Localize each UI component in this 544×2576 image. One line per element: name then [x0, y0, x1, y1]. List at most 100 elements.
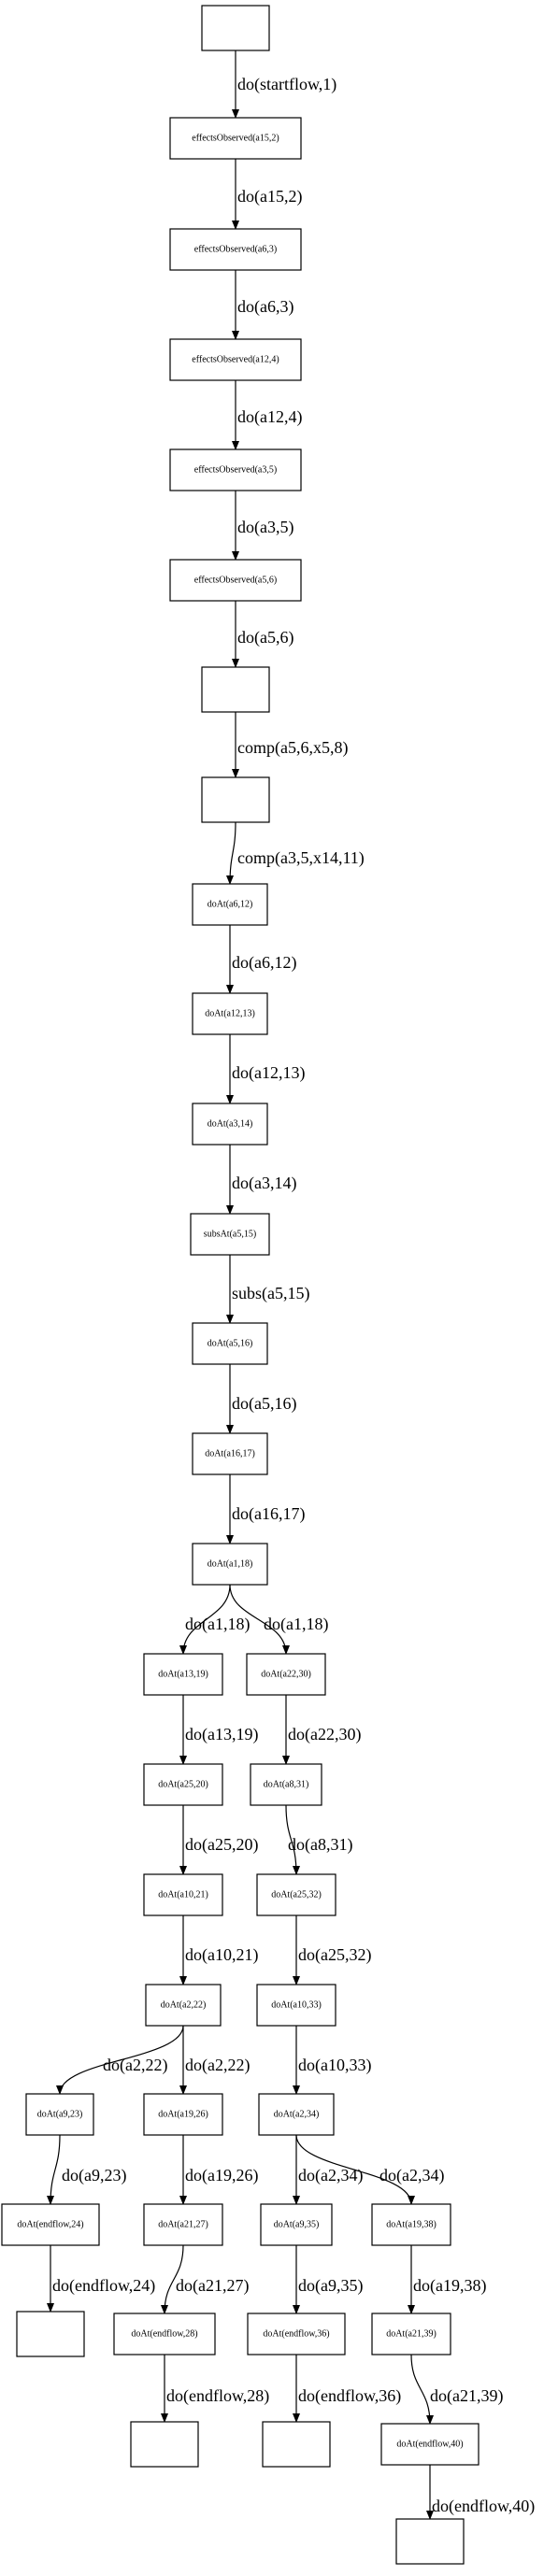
edge-label: do(a9,23) [62, 2166, 126, 2185]
node-label: doAt(a2,22) [161, 2000, 207, 2010]
node-box [371, 2313, 451, 2355]
edge-label: subs(a5,15) [232, 1284, 310, 1303]
node-label: doAt(a9,35) [274, 2219, 320, 2229]
flow-node: doAt(a25,32) [256, 1873, 336, 1916]
edge-label: do(a2,34) [298, 2166, 363, 2185]
node-box [247, 2313, 346, 2355]
flow-node: doAt(a9,23) [25, 2093, 94, 2136]
flow-node [395, 2518, 465, 2565]
node-label: doAt(endflow,40) [396, 2439, 463, 2449]
edge-arrow [229, 1584, 290, 1655]
node-box [201, 666, 270, 713]
node-box [169, 228, 302, 271]
node-box [250, 1763, 322, 1806]
edge-label: do(endflow,40) [432, 2497, 535, 2516]
node-box [192, 1432, 268, 1475]
node-box [260, 2203, 333, 2246]
flow-node: doAt(a2,34) [258, 2093, 335, 2136]
flow-node: effectsObserved(a5,6) [169, 559, 302, 602]
node-box [192, 883, 268, 926]
edge-label: do(a22,30) [288, 1725, 361, 1744]
flow-node: doAt(a22,30) [246, 1653, 326, 1696]
node-box [246, 1653, 326, 1696]
edges-layer: do(startflow,1)do(a15,2)do(a6,3)do(a12,4… [47, 50, 535, 2520]
node-box [169, 338, 302, 381]
flow-node [16, 2311, 85, 2357]
node-label: effectsObserved(a5,6) [194, 575, 277, 585]
edge-label: do(a13,19) [185, 1725, 258, 1744]
node-label: doAt(a8,31) [264, 1779, 309, 1789]
node-label: doAt(a3,14) [208, 1118, 253, 1129]
flow-node: doAt(a5,16) [192, 1322, 268, 1365]
edge-label: do(a2,22) [185, 2056, 250, 2075]
node-label: doAt(a25,20) [158, 1779, 208, 1789]
node-box [258, 2093, 335, 2136]
flow-node: doAt(a3,14) [192, 1103, 268, 1146]
nodes-layer: effectsObserved(a15,2) effectsObserved(a6… [1, 5, 480, 2565]
edge-label: do(a5,16) [232, 1394, 296, 1414]
node-box [201, 776, 270, 823]
node-box [143, 1653, 223, 1696]
edge-label: do(a16,17) [232, 1504, 305, 1524]
flow-node: doAt(a10,21) [143, 1873, 223, 1916]
edge-label: do(a6,12) [232, 953, 296, 973]
flow-node: doAt(a8,31) [250, 1763, 322, 1806]
node-box [143, 1873, 223, 1916]
node-box [192, 1322, 268, 1365]
node-label: subsAt(a5,15) [204, 1229, 256, 1239]
flow-node: doAt(a21,39) [371, 2313, 451, 2355]
edge-label: do(endflow,36) [298, 2386, 401, 2406]
flow-node: doAt(endflow,24) [1, 2203, 100, 2246]
edge-label: do(startflow,1) [237, 75, 336, 94]
edge-label: do(a19,38) [413, 2276, 486, 2296]
node-box [113, 2313, 216, 2355]
edge-label: do(a2,34) [379, 2166, 444, 2185]
node-box [169, 448, 302, 491]
flow-node: doAt(a25,20) [143, 1763, 223, 1806]
flow-node: doAt(a16,17) [192, 1432, 268, 1475]
node-label: doAt(endflow,36) [263, 2328, 329, 2339]
node-label: doAt(a13,19) [158, 1669, 208, 1679]
node-label: doAt(a2,34) [274, 2109, 320, 2119]
edge-label: do(a10,33) [298, 2056, 371, 2075]
edge-label: do(a8,31) [288, 1835, 352, 1855]
node-box [192, 992, 268, 1035]
edge-label: do(endflow,28) [166, 2386, 269, 2406]
flow-node: doAt(a21,27) [143, 2203, 223, 2246]
edge-label: do(endflow,24) [52, 2276, 155, 2296]
node-label: effectsObserved(a15,2) [192, 133, 279, 143]
edge-arrow [161, 2244, 184, 2314]
node-label: doAt(a10,21) [158, 1889, 208, 1900]
edge-arrow [410, 2354, 434, 2425]
node-label: doAt(endflow,24) [17, 2219, 83, 2229]
edge-arrow [285, 1804, 300, 1875]
node-box [16, 2311, 85, 2357]
flow-node: doAt(a19,26) [143, 2093, 223, 2136]
edge-label: do(a21,27) [176, 2276, 249, 2296]
edge-label: do(a12,13) [232, 1063, 305, 1083]
node-label: effectsObserved(a12,4) [192, 354, 279, 364]
edge-label: do(a21,39) [430, 2386, 503, 2406]
node-box [192, 1543, 268, 1586]
node-box [143, 2203, 223, 2246]
node-label: effectsObserved(a3,5) [194, 464, 277, 475]
flow-node: doAt(a2,22) [145, 1984, 222, 2027]
flow-node: doAt(a13,19) [143, 1653, 223, 1696]
node-box [201, 5, 270, 51]
node-label: doAt(endflow,28) [131, 2328, 197, 2339]
edge-label: do(a9,35) [298, 2276, 363, 2296]
node-label: doAt(a5,16) [208, 1338, 253, 1348]
node-box [262, 2421, 331, 2468]
edge-arrow [47, 2134, 61, 2205]
flow-node: effectsObserved(a6,3) [169, 228, 302, 271]
edge-label: do(a19,26) [185, 2166, 258, 2185]
node-label: doAt(a25,32) [271, 1889, 322, 1900]
edge-arrow [295, 2134, 415, 2205]
flow-node: doAt(endflow,36) [247, 2313, 346, 2355]
edge-label: do(a3,14) [232, 1174, 296, 1193]
edge-arrow [56, 2025, 184, 2095]
edge-label: do(a2,22) [103, 2056, 167, 2075]
edge-arrow [179, 1584, 231, 1655]
edge-label: do(a25,32) [298, 1945, 371, 1965]
